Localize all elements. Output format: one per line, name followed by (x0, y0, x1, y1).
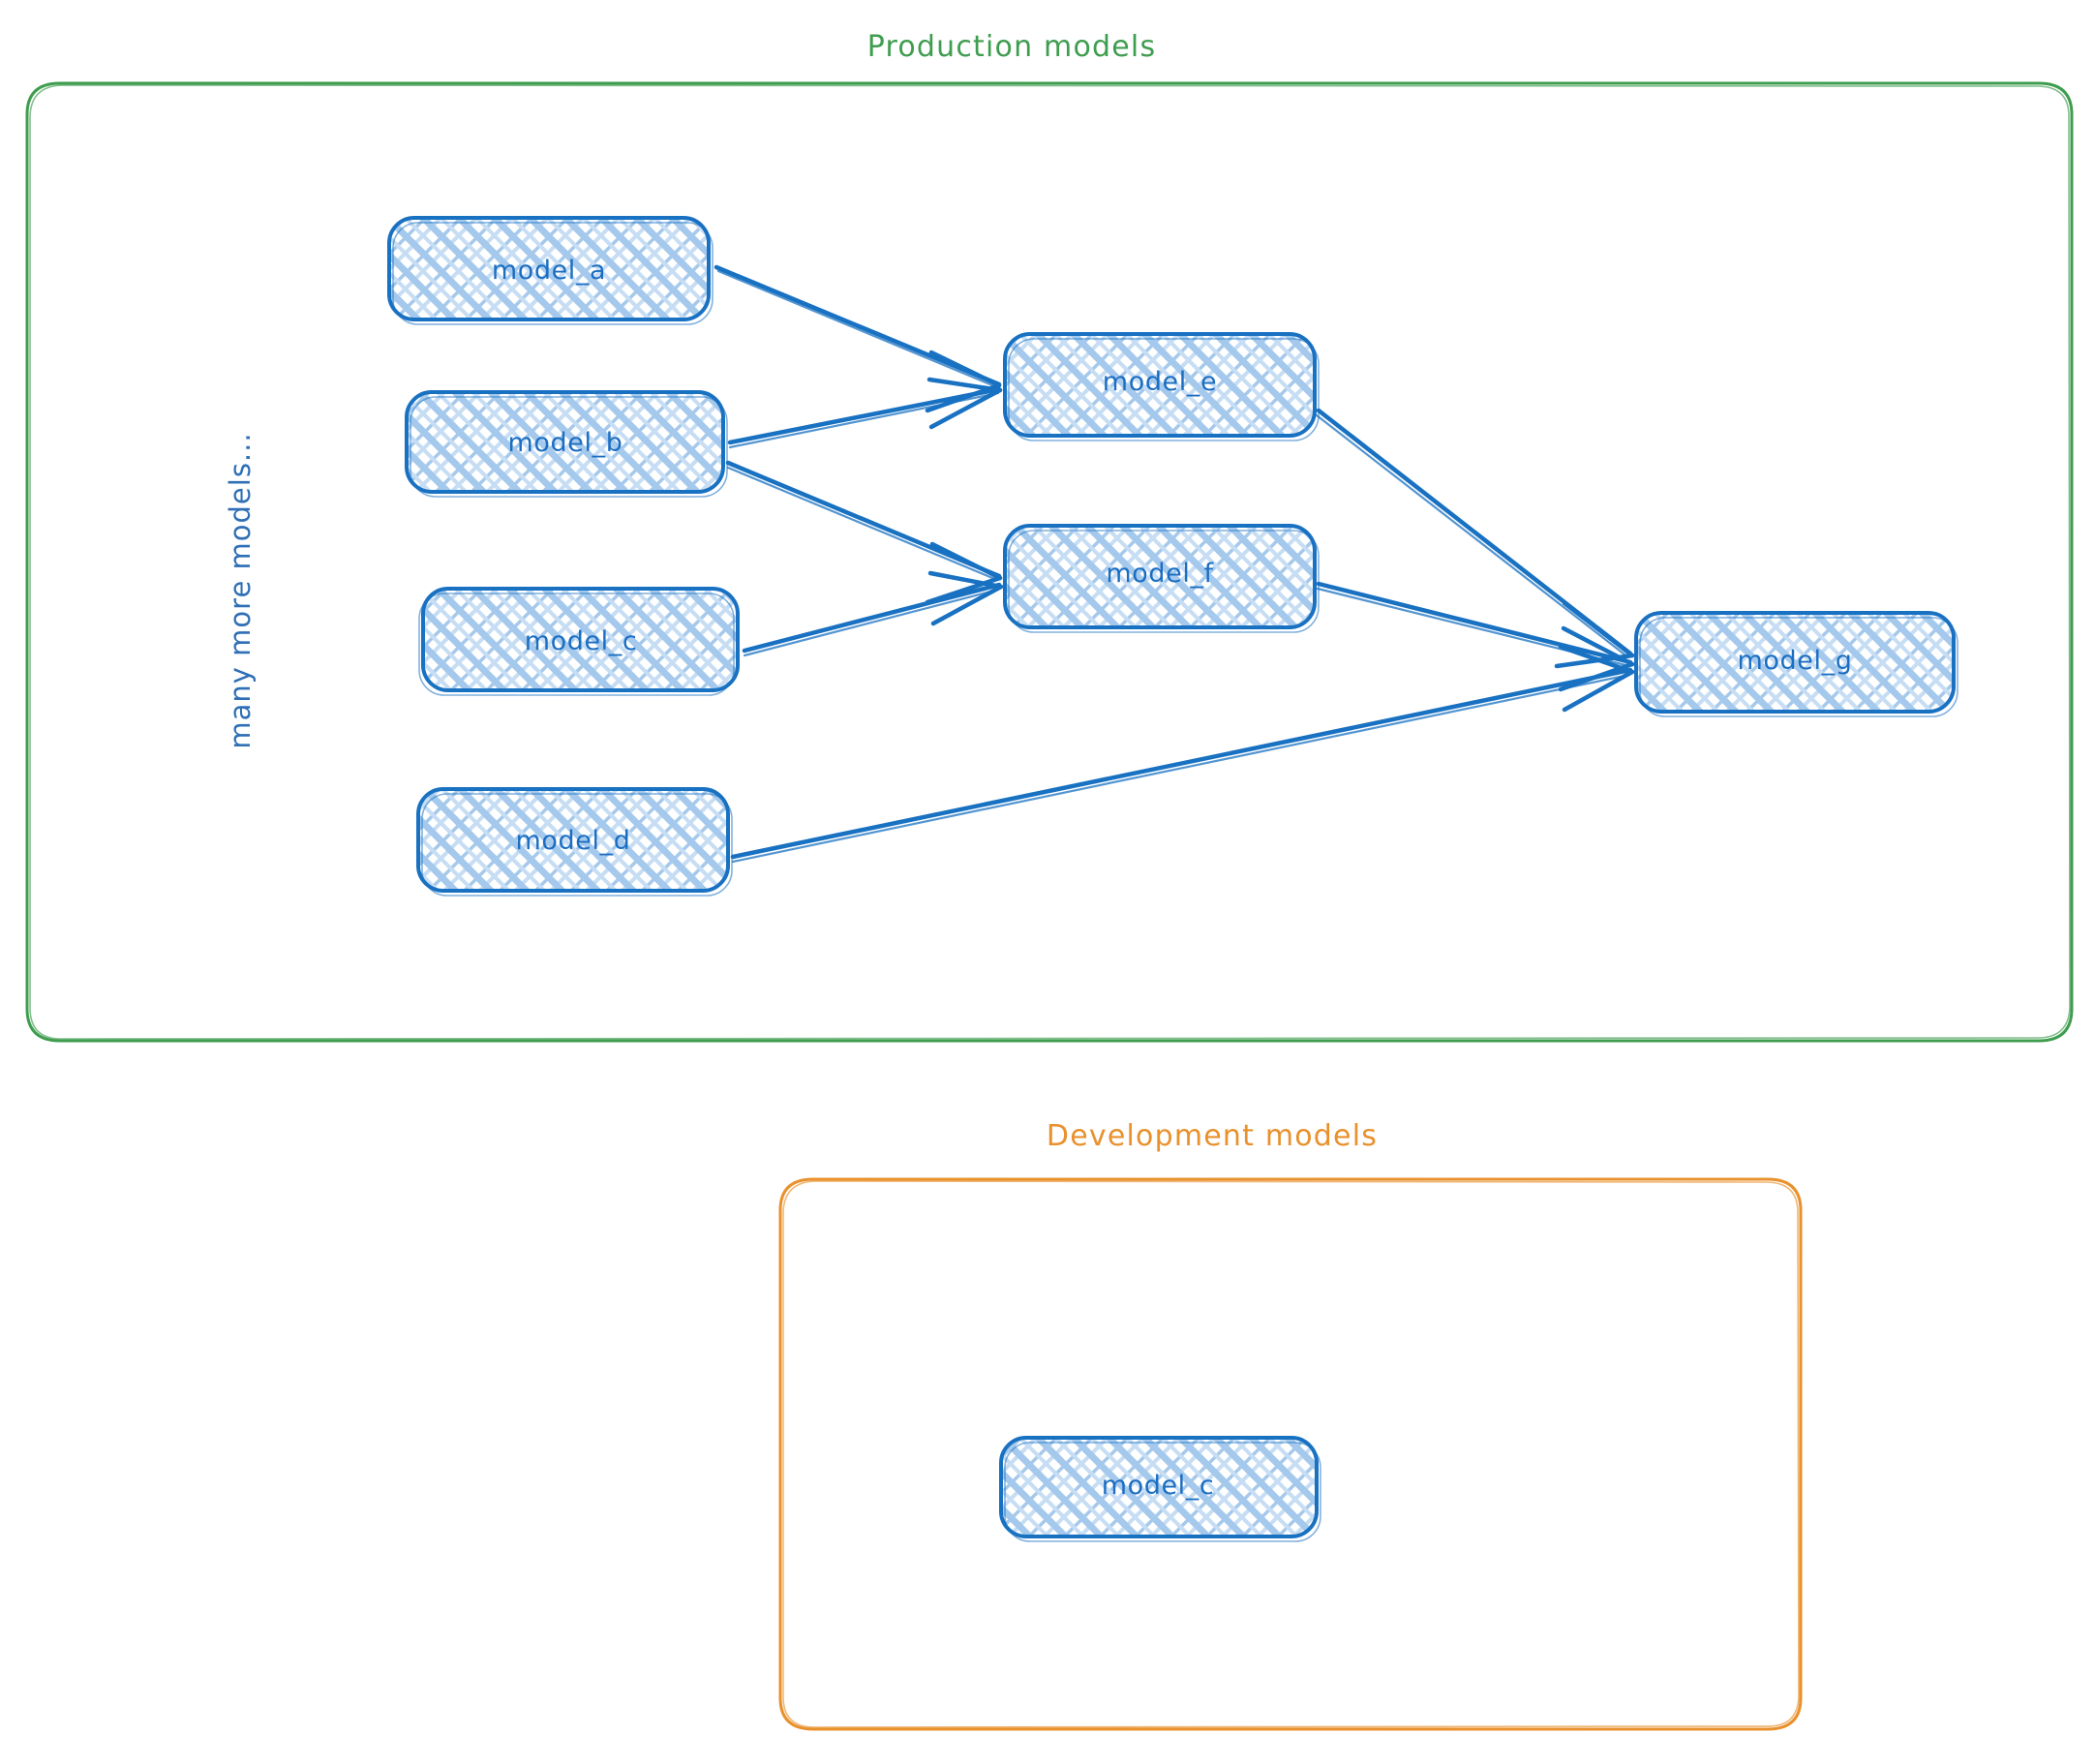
node-model-f[interactable]: model_f (1003, 524, 1320, 633)
node-model-f-label: model_f (1106, 559, 1214, 589)
node-model-a-label: model_a (492, 256, 606, 286)
node-model-b[interactable]: model_b (405, 390, 728, 498)
edge-model-c-to-model-f (742, 570, 1004, 657)
node-model-d-label: model_d (516, 826, 631, 856)
edge-model-d-to-model-g (730, 644, 1635, 864)
production-border-sketch (29, 84, 2071, 1040)
development-border-sketch (782, 1180, 1800, 1728)
node-model-d[interactable]: model_d (416, 787, 733, 897)
edge-model-b-to-model-f (725, 460, 1003, 605)
group-development (778, 1177, 1803, 1731)
node-model-e-label: model_e (1103, 367, 1217, 397)
node-model-g-label: model_g (1738, 646, 1853, 676)
development-border (778, 1177, 1803, 1731)
side-note-many-more-models: many more models... (224, 432, 257, 748)
node-model-c-development-label: model_c (1102, 1471, 1215, 1501)
edges-layer (714, 264, 1635, 864)
development-group-title: Development models (1047, 1119, 1378, 1153)
node-model-a[interactable]: model_a (387, 216, 714, 325)
node-model-g[interactable]: model_g (1634, 611, 1958, 717)
node-model-c-production[interactable]: model_c (418, 587, 740, 696)
production-group-title: Production models (867, 30, 1157, 64)
edge-model-f-to-model-g (1316, 581, 1635, 692)
node-model-b-label: model_b (508, 428, 623, 458)
node-model-c-development[interactable]: model_c (999, 1436, 1321, 1542)
nodes-layer: model_a model_b model_c model_d mode (387, 216, 1958, 1542)
node-model-e[interactable]: model_e (1003, 332, 1320, 441)
node-model-c-production-label: model_c (525, 626, 638, 656)
production-border (25, 81, 2074, 1043)
edge-model-a-to-model-e (714, 264, 1002, 413)
edge-model-b-to-model-e (727, 377, 1003, 449)
group-production (25, 81, 2074, 1043)
